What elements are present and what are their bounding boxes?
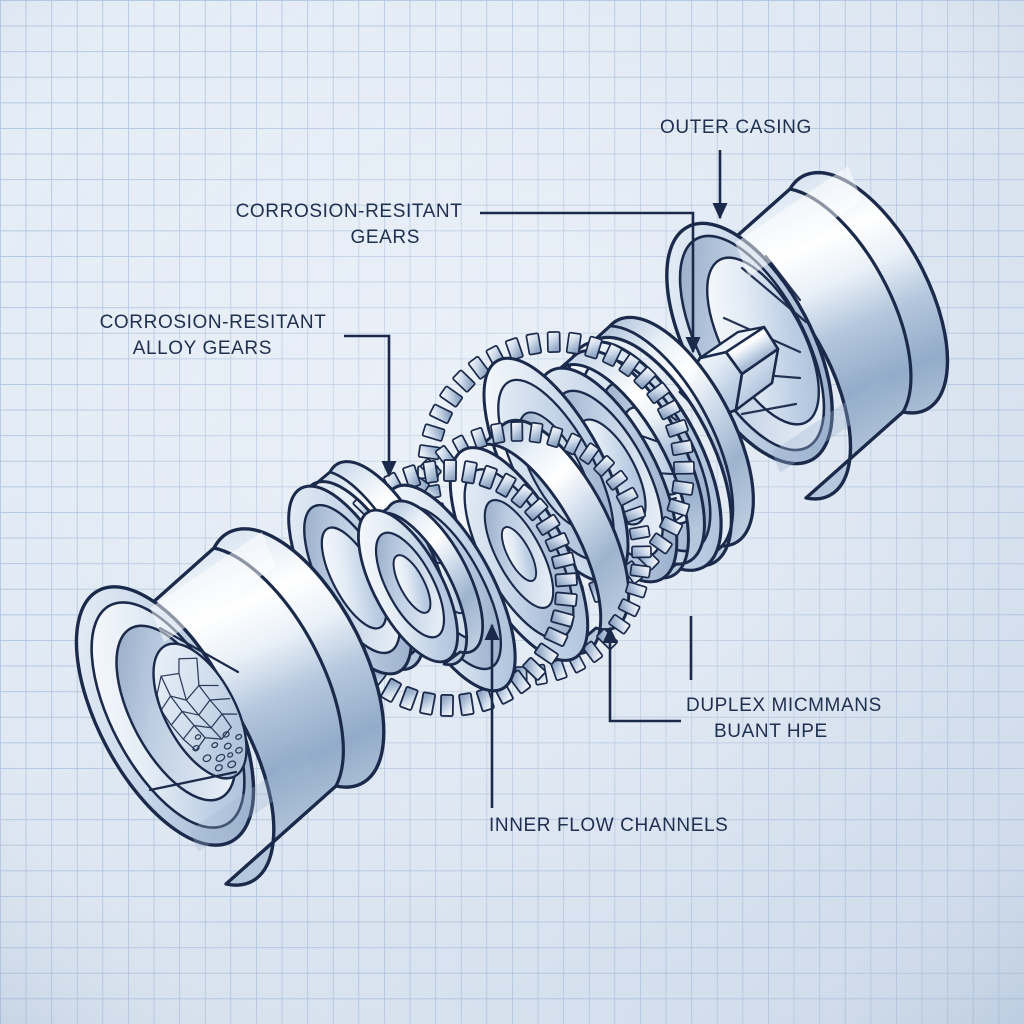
component-left-housing [74, 527, 386, 887]
callout-outer-casing: OUTER CASING [660, 117, 812, 220]
callout-label-duplex-micmmans-buant-hpe: DUPLEX MICMMANS BUANT HPE [686, 695, 888, 742]
callout-duplex-micmmans-buant-hpe: DUPLEX MICMMANS BUANT HPE [602, 616, 888, 742]
callout-label-inner-flow-channels: INNER FLOW CHANNELS [489, 815, 728, 836]
component-inner-hub-ring [357, 499, 485, 667]
leader-line-duplex-primary [602, 626, 681, 723]
callout-label-outer-casing: OUTER CASING [660, 117, 812, 138]
leader-line-corrosion-resistant-alloy-gears [344, 334, 397, 478]
callout-label-corrosion-resistant-gears: CORROSION-RESITANT GEARS [236, 201, 468, 248]
callout-corrosion-resistant-gears: CORROSION-RESITANT GEARS [236, 201, 701, 354]
callout-corrosion-resistant-alloy-gears: CORROSION-RESITANT ALLOY GEARS [100, 312, 397, 478]
callout-label-corrosion-resistant-alloy-gears: CORROSION-RESITANT ALLOY GEARS [100, 312, 332, 359]
callout-inner-flow-channels: INNER FLOW CHANNELS [484, 623, 728, 836]
leader-line-corrosion-resistant-gears [480, 211, 701, 354]
crystalline-core [152, 642, 248, 780]
